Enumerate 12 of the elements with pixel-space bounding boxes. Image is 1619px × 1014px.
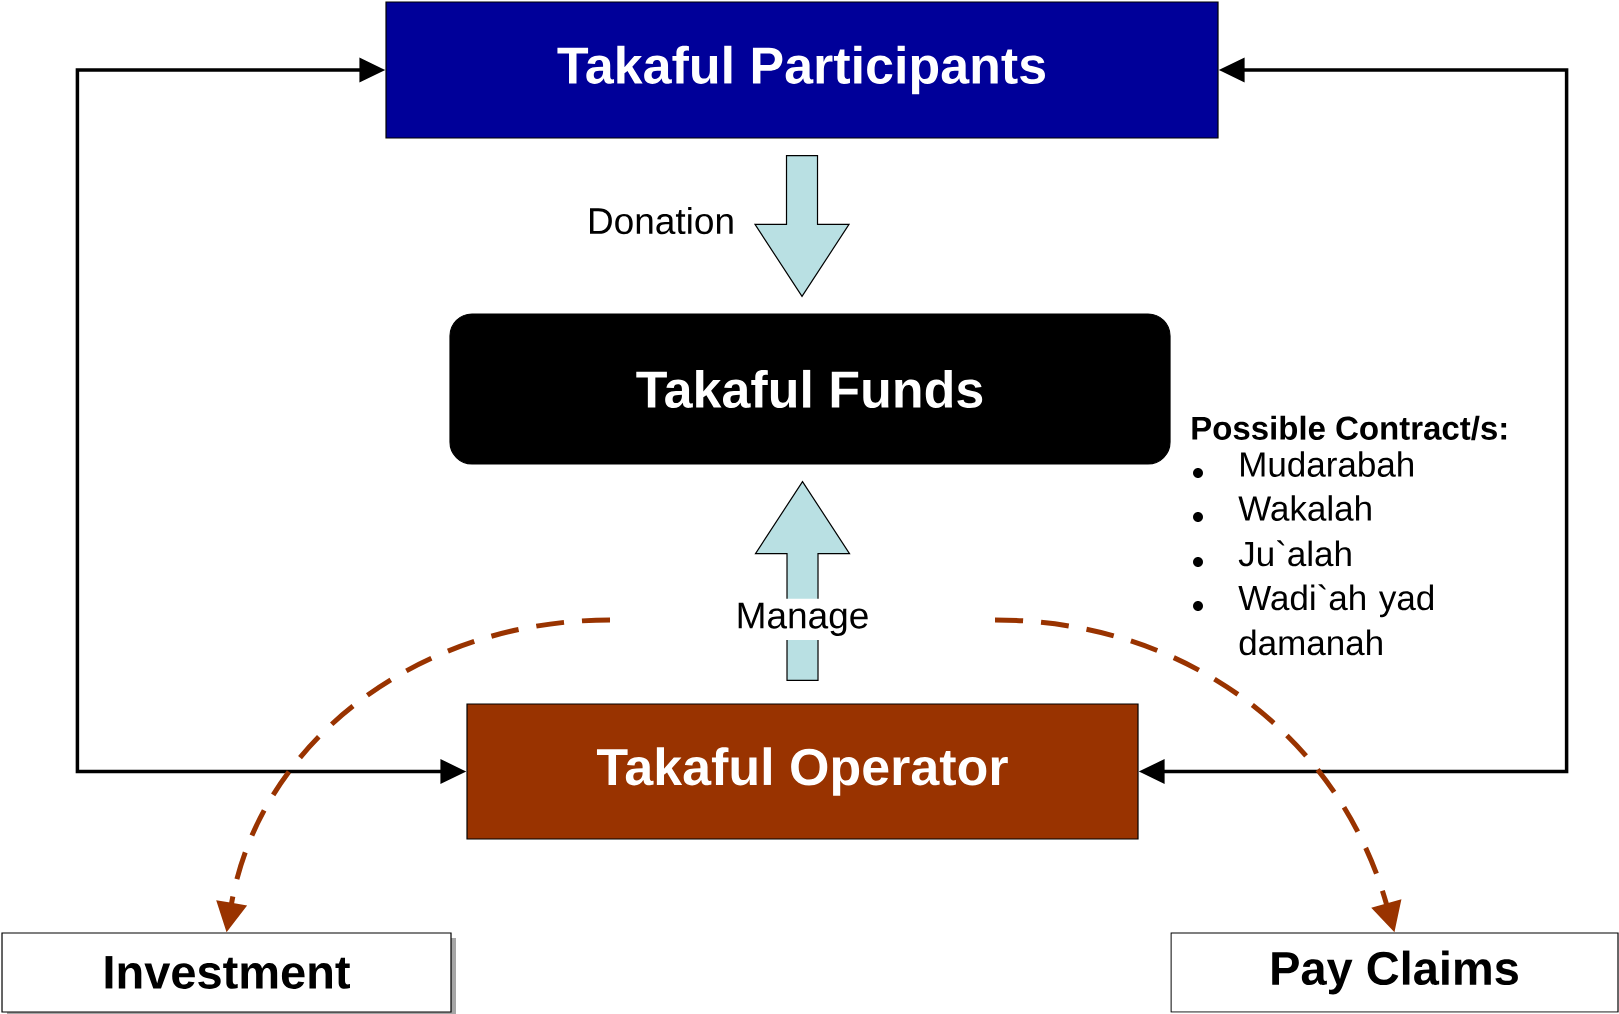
list-item: Mudarabah: [1241, 451, 1413, 477]
list-item: Wakalah: [1238, 495, 1371, 521]
operator-box: Takaful Operator: [466, 703, 1139, 840]
block-arrow: [753, 155, 851, 298]
funds-box: Takaful Funds: [449, 313, 1171, 465]
participants-box: Takaful Participants: [385, 1, 1219, 139]
investment-box: Investment: [1, 932, 456, 1014]
edge-label: Donation: [590, 207, 733, 235]
list-item: Ju`alah: [1238, 540, 1351, 567]
claims-box: Pay Claims: [1170, 932, 1619, 1013]
edge-label: Manage: [731, 598, 874, 640]
list-item: Wadi`ah yad damanah: [1238, 584, 1434, 656]
